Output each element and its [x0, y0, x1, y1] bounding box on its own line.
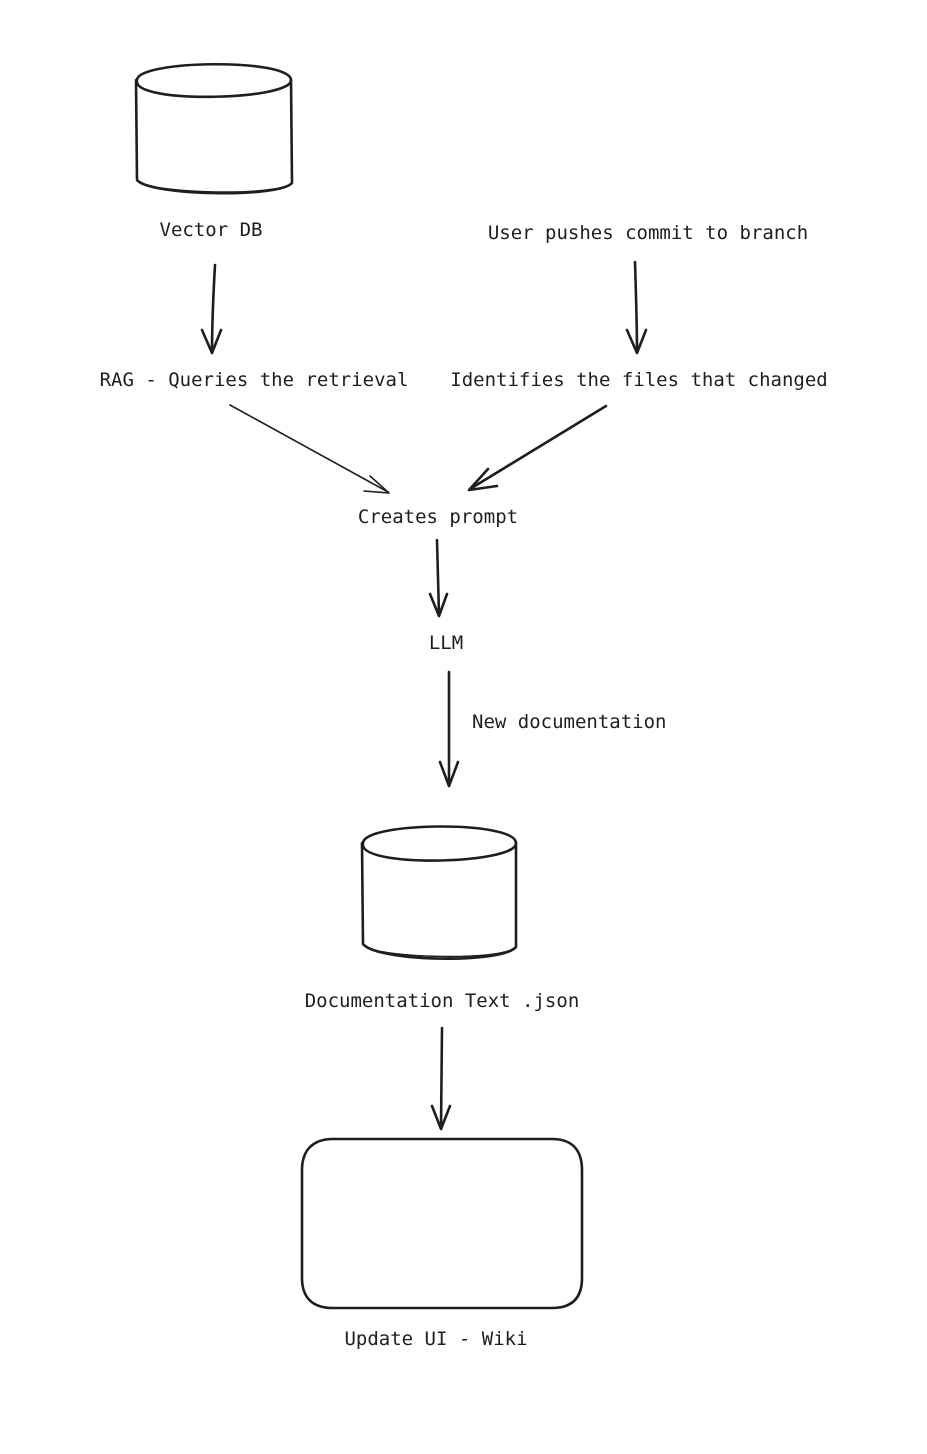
label-creates-prompt: Creates prompt: [358, 506, 518, 528]
documentation-db-cylinder: [360, 825, 518, 960]
arrow-rag-to-prompt: [229, 404, 390, 494]
arrow-documentation-to-ui: [430, 1026, 452, 1131]
label-documentation-text: Documentation Text .json: [305, 990, 580, 1012]
label-user-push: User pushes commit to branch: [488, 222, 808, 244]
label-new-documentation: New documentation: [472, 711, 666, 733]
label-rag: RAG - Queries the retrieval: [100, 369, 409, 391]
arrow-llm-to-documentation: [438, 670, 460, 788]
label-update-ui: Update UI - Wiki: [344, 1328, 527, 1350]
label-vector-db: Vector DB: [160, 219, 263, 241]
arrow-vectordb-to-rag: [200, 263, 223, 355]
arrow-push-to-identifies: [625, 260, 648, 355]
arrow-identifies-to-prompt: [467, 404, 608, 492]
label-llm: LLM: [429, 632, 463, 654]
update-ui-box: [300, 1137, 584, 1310]
arrow-prompt-to-llm: [428, 538, 449, 618]
vector-db-cylinder: [134, 62, 294, 195]
label-identifies: Identifies the files that changed: [450, 369, 828, 391]
